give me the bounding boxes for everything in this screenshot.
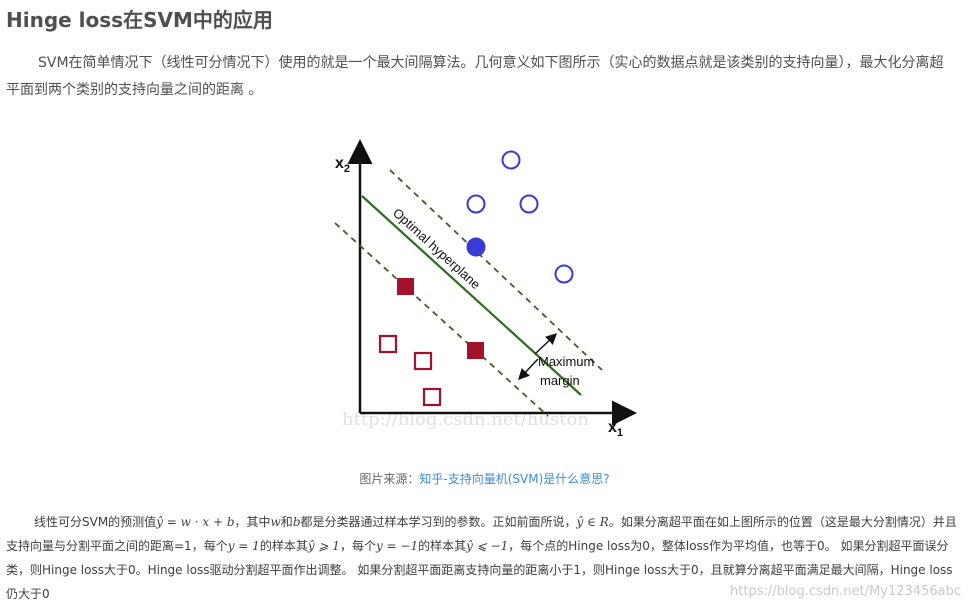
para2-text-3: 和	[280, 515, 293, 529]
margin-arrow-up	[534, 333, 558, 355]
svm-figure: x2 x1 Optimal hyperplane Maximum margin …	[320, 130, 650, 450]
x1-axis-label: x1	[608, 419, 623, 439]
para2-text-7: ，每个	[339, 539, 376, 553]
negative-point	[422, 387, 442, 407]
positive-point	[519, 194, 539, 214]
para2-text-1: 线性可分SVM的预测值	[34, 515, 157, 529]
margin-label-2: margin	[540, 373, 580, 388]
math-w: w	[270, 515, 281, 529]
negative-support-vector	[467, 342, 484, 359]
margin-label-1: Maximum	[538, 354, 594, 369]
lower-margin-line	[334, 222, 549, 417]
math-yhat-in-r: ŷ ∈ R	[576, 515, 609, 529]
para2-text-6: 的样本其	[259, 539, 308, 553]
margin-arrow-down	[518, 358, 539, 381]
positive-point	[501, 150, 521, 170]
intro-paragraph: SVM在简单情况下（线性可分情况下）使用的就是一个最大间隔算法。几何意义如下图所…	[6, 55, 944, 98]
upper-margin-line	[389, 169, 603, 371]
para2-text-9: ，每个点的Hinge loss为0，整体loss作为平均值，也等于0。 如果分割…	[6, 539, 953, 601]
math-y-equals-neg1: y = −1	[375, 539, 419, 553]
math-b: b	[292, 515, 301, 529]
negative-point	[413, 351, 433, 371]
caption-source-link[interactable]: 知乎-支持向量机(SVM)是什么意思?	[419, 472, 610, 486]
para2-text-4: 都是分类器通过样本学习到的参数。正如前面所说，	[300, 515, 577, 529]
math-yhat-leq-neg1: ŷ ⩽ −1	[466, 539, 509, 553]
math-yhat-geq-1: ŷ ⩾ 1	[307, 539, 340, 553]
caption-prefix: 图片来源：	[359, 472, 420, 486]
x2-axis-label: x2	[335, 155, 350, 175]
para2-text-5: 。如果分离超平面在如上图所示的位置（这是最大分割情况）并且支持向量与分割平面之间…	[6, 515, 957, 553]
para2-text-2: ，其中	[234, 515, 271, 529]
optimal-hyperplane	[361, 195, 582, 396]
positive-point	[554, 264, 574, 284]
positive-support-vector	[466, 237, 486, 257]
corner-watermark: https://blog.csdn.net/My123456abc	[730, 584, 961, 599]
negative-support-vector	[397, 278, 414, 295]
article-title: Hinge loss在SVM中的应用	[6, 8, 273, 32]
figure-caption: 图片来源：知乎-支持向量机(SVM)是什么意思?	[0, 470, 969, 487]
image-watermark: http://blog.csdn.net/huston	[342, 409, 589, 430]
para2-text-8: 的样本其	[418, 539, 467, 553]
math-y-equals-1: y = 1	[227, 539, 260, 553]
negative-point	[378, 334, 398, 354]
math-prediction-formula: ŷ = w · x + b	[156, 515, 235, 529]
positive-point	[466, 194, 486, 214]
hinge-loss-paragraph: 线性可分SVM的预测值ŷ = w · x + b，其中w和b都是分类器通过样本学…	[6, 510, 958, 606]
svm-diagram: x2 x1 Optimal hyperplane Maximum margin …	[334, 139, 637, 439]
